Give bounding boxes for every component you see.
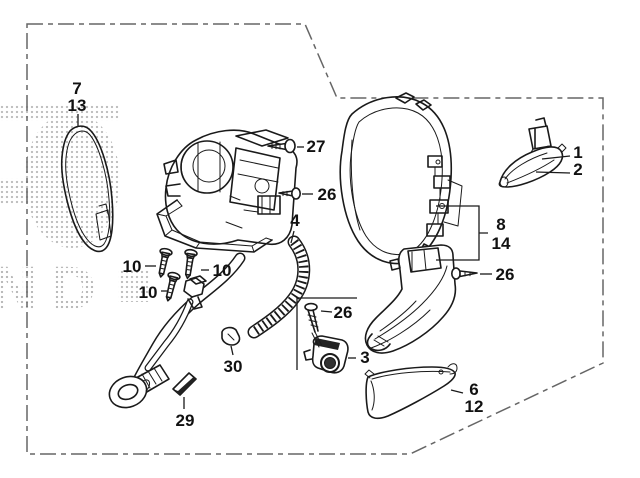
camera-unit (303, 335, 349, 374)
callout-10-lower[interactable]: 10 (139, 283, 158, 302)
callout-6[interactable]: 6 (469, 380, 478, 399)
callout-26-mid[interactable]: 26 (318, 185, 337, 204)
callout-12[interactable]: 12 (465, 397, 484, 416)
mirror-glass (60, 125, 114, 253)
callout-labels: 7 13 27 26 4 1 2 8 14 26 26 3 10 10 10 3… (68, 79, 583, 430)
callout-4[interactable]: 4 (290, 211, 300, 230)
mirror-base-bracket (364, 244, 457, 354)
callout-13[interactable]: 13 (68, 96, 87, 115)
callout-lines (77, 114, 571, 409)
callout-27[interactable]: 27 (307, 137, 326, 156)
turn-signal-lamp (498, 117, 567, 188)
bolt-10-right (180, 248, 199, 280)
diagram-border (26, 23, 604, 455)
lower-cover (364, 363, 458, 420)
screw-27 (267, 138, 296, 154)
bolt-10-left (154, 246, 174, 279)
callout-30[interactable]: 30 (224, 357, 243, 376)
mirror-actuator-assembly (156, 129, 298, 253)
callout-1[interactable]: 1 (573, 143, 582, 162)
callout-29[interactable]: 29 (176, 411, 195, 430)
wire-harness (108, 252, 246, 409)
clip (172, 372, 197, 396)
callout-8[interactable]: 8 (496, 215, 505, 234)
callout-26-camera[interactable]: 26 (334, 303, 353, 322)
bolt-10-lower (161, 270, 182, 303)
hex-connector (183, 275, 207, 310)
callout-7[interactable]: 7 (72, 79, 81, 98)
screw-26-camera (304, 302, 323, 348)
callout-10-left[interactable]: 10 (123, 257, 142, 276)
callout-10-right[interactable]: 10 (213, 261, 232, 280)
grommet (221, 326, 241, 346)
screw-26-right (450, 267, 478, 280)
callout-3[interactable]: 3 (360, 348, 369, 367)
corrugated-tube (247, 235, 311, 339)
callout-14[interactable]: 14 (492, 234, 511, 253)
watermark-letters: ND (0, 255, 107, 323)
callout-26-right[interactable]: 26 (496, 265, 515, 284)
callout-2[interactable]: 2 (573, 160, 582, 179)
screw-26-mid (278, 187, 301, 200)
